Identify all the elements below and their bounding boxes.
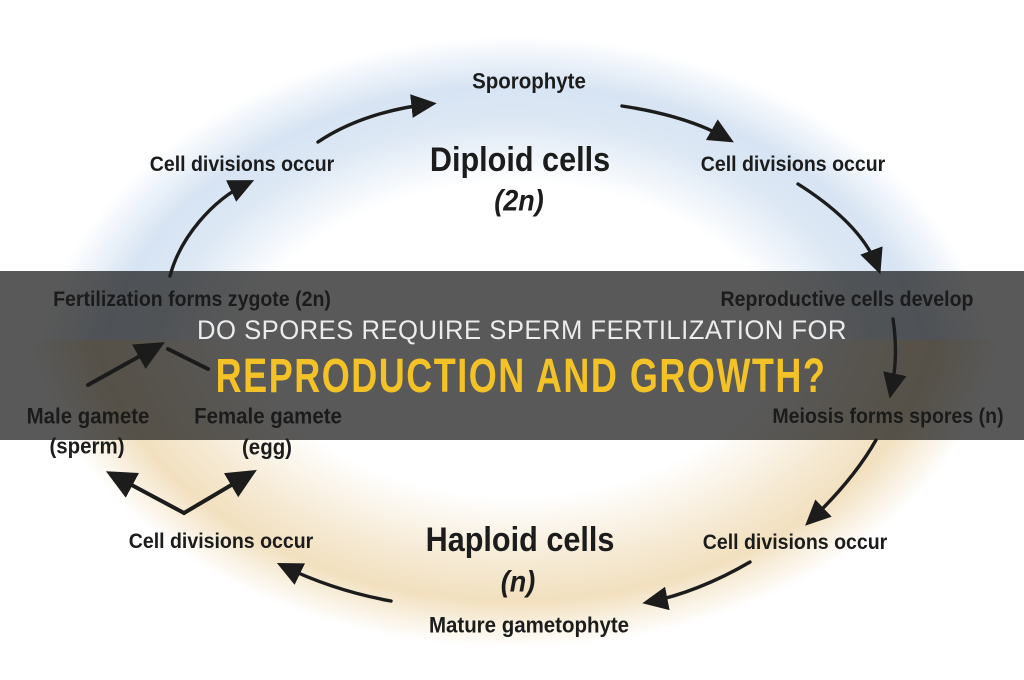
arrow-divisions-to-reproductive <box>796 182 883 275</box>
arrow-divisions-to-sporophyte <box>316 94 437 144</box>
arrow-zygote-to-divisions <box>168 180 255 278</box>
arrow-divisions-to-egg <box>182 469 257 515</box>
banner-title-line1: DO SPORES REQUIRE SPERM FERTILIZATION FO… <box>197 315 847 345</box>
arrow-gametophyte-to-divisions <box>276 563 393 603</box>
arrow-divisions-to-sperm <box>105 471 186 515</box>
arrow-meiosis-to-divisions <box>805 438 878 526</box>
arrow-divisions-to-gametophyte <box>642 560 752 611</box>
arrow-sporophyte-to-divisions <box>620 104 734 143</box>
banner-title-line2: REPRODUCTION AND GROWTH? <box>215 350 827 403</box>
